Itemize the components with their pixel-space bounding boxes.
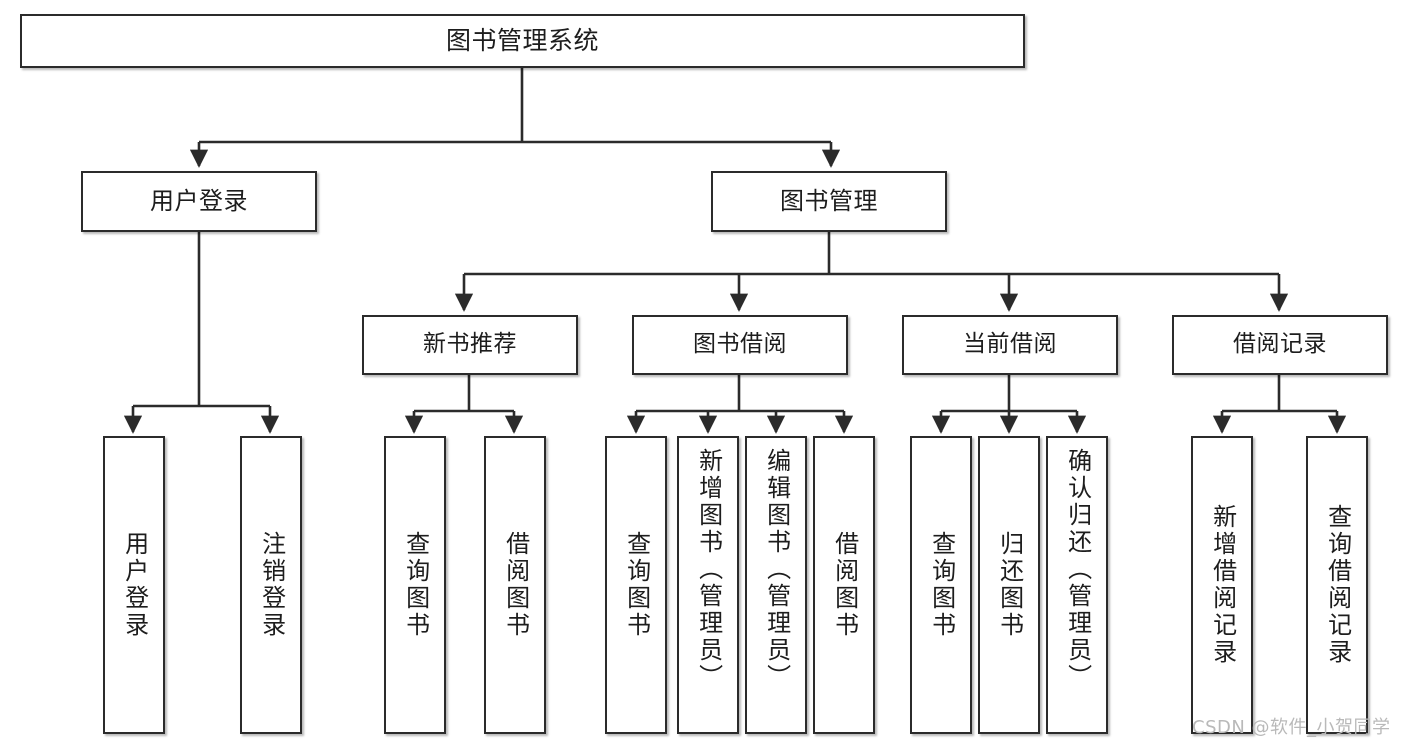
node-label: 图书借阅: [693, 331, 787, 358]
node-label: 借阅图书: [501, 531, 530, 639]
node-leaf-query-book-1[interactable]: 查询图书: [384, 436, 446, 734]
node-new-book-recommend[interactable]: 新书推荐: [362, 315, 578, 375]
node-label: 图书管理: [780, 187, 878, 216]
node-leaf-query-record[interactable]: 查询借阅记录: [1306, 436, 1368, 734]
node-leaf-user-login[interactable]: 用户登录: [103, 436, 165, 734]
node-leaf-query-book-2[interactable]: 查询图书: [605, 436, 667, 734]
node-label: 查询图书: [401, 531, 430, 639]
node-label: 查询图书: [622, 531, 651, 639]
node-label: 借阅图书: [830, 531, 859, 639]
node-label: 编辑图书（管理员）: [762, 448, 791, 691]
node-borrow-record[interactable]: 借阅记录: [1172, 315, 1388, 375]
node-leaf-borrow-book-2[interactable]: 借阅图书: [813, 436, 875, 734]
node-book-management[interactable]: 图书管理: [711, 171, 947, 232]
node-leaf-confirm-return[interactable]: 确认归还（管理员）: [1046, 436, 1108, 734]
node-leaf-return-book[interactable]: 归还图书: [978, 436, 1040, 734]
node-label: 归还图书: [995, 531, 1024, 639]
node-label: 新增图书（管理员）: [694, 448, 723, 691]
node-leaf-add-record[interactable]: 新增借阅记录: [1191, 436, 1253, 734]
node-user-login[interactable]: 用户登录: [81, 171, 317, 232]
node-label: 确认归还（管理员）: [1063, 448, 1092, 691]
node-label: 新书推荐: [423, 331, 517, 358]
node-label: 注销登录: [257, 531, 286, 639]
node-label: 用户登录: [120, 531, 149, 639]
watermark-text: CSDN @软件_小贺同学: [1192, 717, 1391, 738]
node-label: 图书管理系统: [445, 26, 599, 56]
node-label: 借阅记录: [1233, 331, 1327, 358]
node-label: 当前借阅: [963, 331, 1057, 358]
node-label: 查询图书: [927, 531, 956, 639]
node-leaf-query-book-3[interactable]: 查询图书: [910, 436, 972, 734]
node-label: 用户登录: [150, 187, 248, 216]
node-book-borrow[interactable]: 图书借阅: [632, 315, 848, 375]
node-leaf-logout[interactable]: 注销登录: [240, 436, 302, 734]
node-leaf-borrow-book-1[interactable]: 借阅图书: [484, 436, 546, 734]
node-current-borrow[interactable]: 当前借阅: [902, 315, 1118, 375]
node-leaf-edit-book[interactable]: 编辑图书（管理员）: [745, 436, 807, 734]
node-root-system[interactable]: 图书管理系统: [20, 14, 1025, 68]
node-label: 新增借阅记录: [1208, 504, 1237, 666]
node-label: 查询借阅记录: [1323, 504, 1352, 666]
node-leaf-add-book[interactable]: 新增图书（管理员）: [677, 436, 739, 734]
